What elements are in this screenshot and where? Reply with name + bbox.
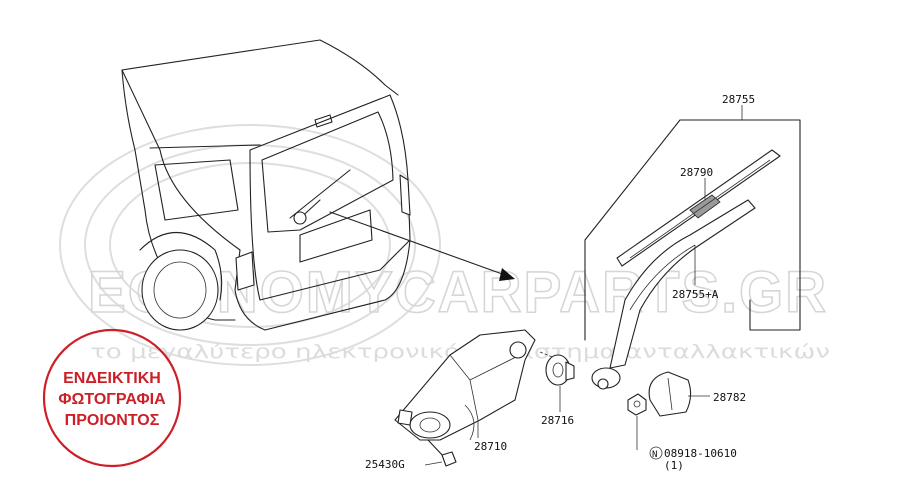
- indicative-photo-stamp: ΕΝΔΕΙΚΤΙΚΗ ΦΩΤΟΓΡΑΦΙΑ ΠΡΟΙΟΝΤΟΣ: [42, 328, 182, 468]
- pivot-nut: [627, 393, 647, 416]
- stamp-line-3: ΠΡΟΙΟΝΤΟΣ: [65, 412, 160, 429]
- callout-bolt: 25430G: [365, 458, 405, 471]
- callout-motor: 28710: [474, 440, 507, 453]
- callout-arm-assembly: 28755: [722, 93, 755, 106]
- callout-nut: N 08918-10610 (1): [649, 446, 737, 472]
- callout-arm: 28755+A: [672, 288, 719, 301]
- nut-part-number: 08918-10610: [664, 447, 737, 460]
- arm-assembly-group: [584, 105, 801, 450]
- spindle-nut-washer: [545, 354, 575, 386]
- mounting-bolt: [427, 439, 457, 467]
- nut-symbol: N: [652, 450, 657, 460]
- nut-quantity: (1): [664, 459, 684, 472]
- callout-blade: 28790: [680, 166, 713, 179]
- wiper-motor: [394, 329, 536, 441]
- van-rear-illustration: [121, 39, 515, 331]
- wiper-arm: [591, 199, 756, 390]
- stamp-line-1: ΕΝΔΕΙΚΤΙΚΗ: [63, 370, 161, 387]
- stamp-line-2: ΦΩΤΟΓΡΑΦΙΑ: [58, 391, 166, 408]
- callout-nut-washer: 28716: [541, 414, 574, 427]
- callout-cap: 28782: [713, 391, 746, 404]
- pivot-cap: [648, 371, 692, 417]
